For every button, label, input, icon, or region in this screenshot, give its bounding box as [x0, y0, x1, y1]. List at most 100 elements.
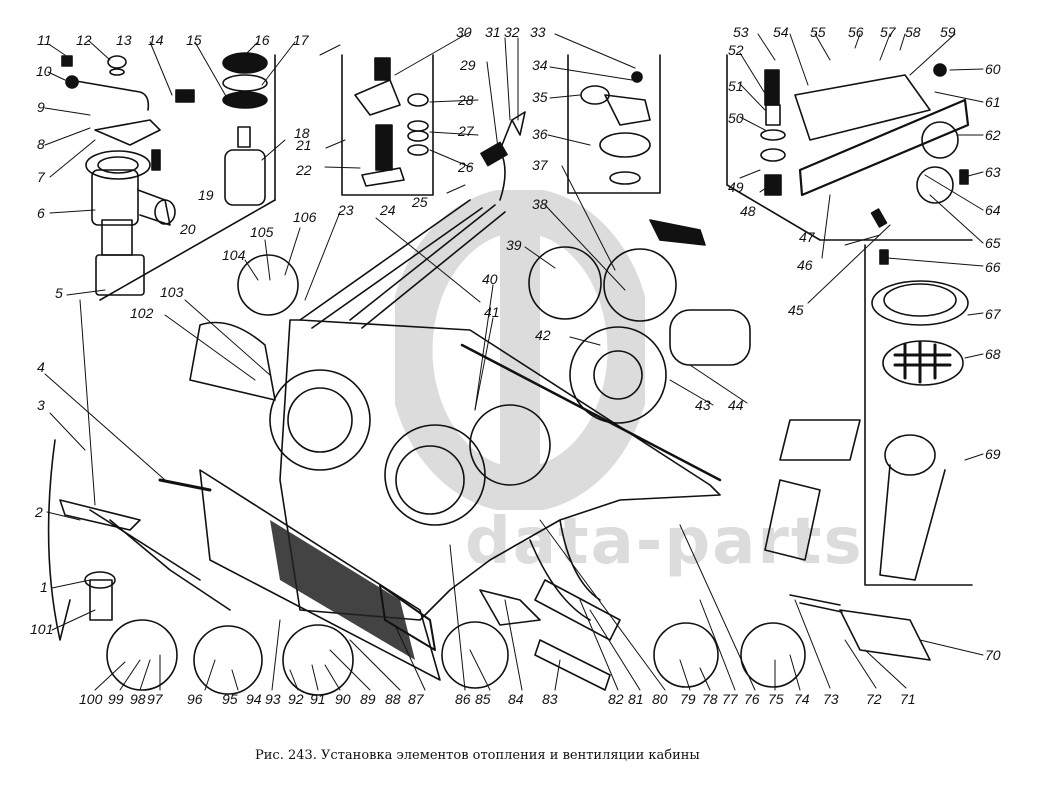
callout-label: 38 [532, 196, 548, 212]
callout-label: 11 [37, 32, 52, 48]
air-ducts [479, 419, 861, 691]
callout-label: 48 [740, 203, 756, 219]
flange-parts [580, 71, 706, 246]
valve-lever [65, 75, 161, 146]
callout-label: 1 [40, 579, 48, 595]
switch-assembly [760, 63, 970, 228]
callout-label: 85 [475, 691, 491, 707]
callout-label: 31 [485, 24, 501, 40]
callout-label: 16 [254, 32, 270, 48]
callout-label: 102 [130, 305, 154, 321]
callout-label: 41 [484, 304, 500, 320]
hose-and-rail [299, 111, 526, 329]
callout-label: 8 [37, 136, 45, 152]
callout-label: 106 [293, 209, 317, 225]
nozzle-parts [871, 249, 969, 581]
connector-parts [354, 57, 429, 187]
callout-label: 29 [460, 57, 476, 73]
callout-label: 9 [37, 99, 45, 115]
callout-label: 75 [768, 691, 784, 707]
callout-label: 84 [508, 691, 524, 707]
callout-label: 5 [55, 285, 63, 301]
callout-label: 89 [360, 691, 376, 707]
figure-caption: Рис. 243. Установка элементов отопления … [255, 748, 700, 763]
detail-circles [106, 246, 806, 696]
callout-label: 25 [412, 194, 428, 210]
callout-label: 97 [147, 691, 163, 707]
callout-label: 18 [294, 125, 310, 141]
callout-label: 42 [535, 327, 551, 343]
callout-label: 52 [728, 42, 744, 58]
callout-label: 27 [458, 123, 474, 139]
callout-label: 51 [728, 78, 744, 94]
callout-label: 103 [160, 284, 184, 300]
callout-label: 33 [530, 24, 546, 40]
callout-label: 54 [773, 24, 789, 40]
heater-valve-body [85, 150, 176, 296]
callout-label: 92 [288, 691, 304, 707]
callout-label: 37 [532, 157, 548, 173]
callout-label: 4 [37, 359, 45, 375]
callout-label: 86 [455, 691, 471, 707]
callout-label: 80 [652, 691, 668, 707]
callout-label: 58 [905, 24, 921, 40]
callout-label: 94 [246, 691, 262, 707]
callout-label: 101 [30, 621, 54, 637]
callout-label: 13 [116, 32, 132, 48]
heater-housing [189, 309, 751, 621]
callout-label: 76 [744, 691, 760, 707]
callout-label: 82 [608, 691, 624, 707]
callout-label: 95 [222, 691, 238, 707]
callout-label: 2 [35, 504, 43, 520]
callout-label: 73 [823, 691, 839, 707]
callout-label: 47 [799, 229, 815, 245]
inset-frame-nozzle [864, 244, 973, 586]
callout-label: 96 [187, 691, 203, 707]
callout-label: 46 [797, 257, 813, 273]
callout-label: 79 [680, 691, 696, 707]
callout-label: 56 [848, 24, 864, 40]
callout-label: 104 [222, 247, 246, 263]
callout-label: 17 [293, 32, 309, 48]
callout-label: 10 [36, 63, 52, 79]
callout-label: 53 [733, 24, 749, 40]
callout-label: 66 [985, 259, 1001, 275]
callout-label: 22 [296, 162, 312, 178]
callout-label: 19 [198, 187, 214, 203]
callout-label: 32 [504, 24, 520, 40]
callout-label: 60 [985, 61, 1001, 77]
callout-label: 7 [37, 169, 45, 185]
callout-label: 39 [506, 237, 522, 253]
callout-label: 105 [250, 224, 274, 240]
callout-label: 62 [985, 127, 1001, 143]
callout-label: 90 [335, 691, 351, 707]
callout-label: 78 [702, 691, 718, 707]
inset-frame-connectors [341, 54, 434, 196]
callout-label: 67 [985, 306, 1001, 322]
callout-label: 26 [458, 159, 474, 175]
callout-label: 24 [380, 202, 396, 218]
callout-label: 12 [76, 32, 92, 48]
callout-label: 72 [866, 691, 882, 707]
callout-label: 36 [532, 126, 548, 142]
callout-label: 69 [985, 446, 1001, 462]
inset-frame-flange [567, 54, 661, 194]
control-lever [789, 594, 931, 661]
callout-label: 40 [482, 271, 498, 287]
callout-label: 57 [880, 24, 896, 40]
callout-label: 98 [130, 691, 146, 707]
leader-lines [44, 31, 984, 691]
callout-label: 15 [186, 32, 202, 48]
callout-label: 6 [37, 205, 45, 221]
callout-label: 77 [722, 691, 738, 707]
callout-label: 3 [37, 397, 45, 413]
callout-label: 68 [985, 346, 1001, 362]
callout-label: 30 [456, 24, 472, 40]
inset-frame-switch [726, 54, 973, 241]
heater-radiator [199, 469, 441, 681]
callout-label: 43 [695, 397, 711, 413]
callout-label: 23 [338, 202, 354, 218]
callout-label: 50 [728, 110, 744, 126]
